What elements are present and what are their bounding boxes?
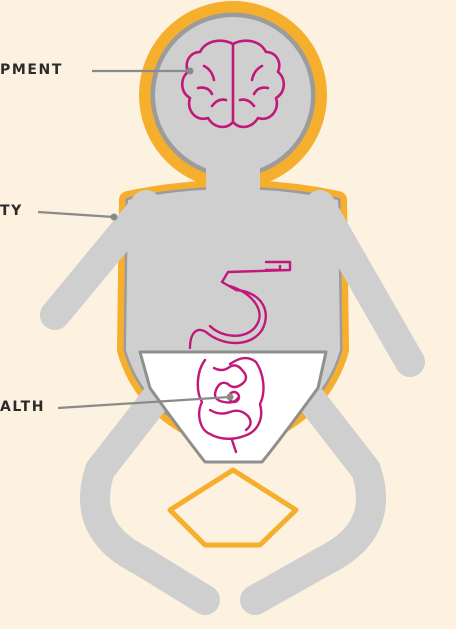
label-gut: ALTH [0,399,45,415]
leader-dot-gut [227,394,234,401]
leader-dot-body [111,214,118,221]
label-brain: PMENT [0,62,63,78]
label-body: TY [0,203,23,219]
leader-dot-brain [187,68,194,75]
